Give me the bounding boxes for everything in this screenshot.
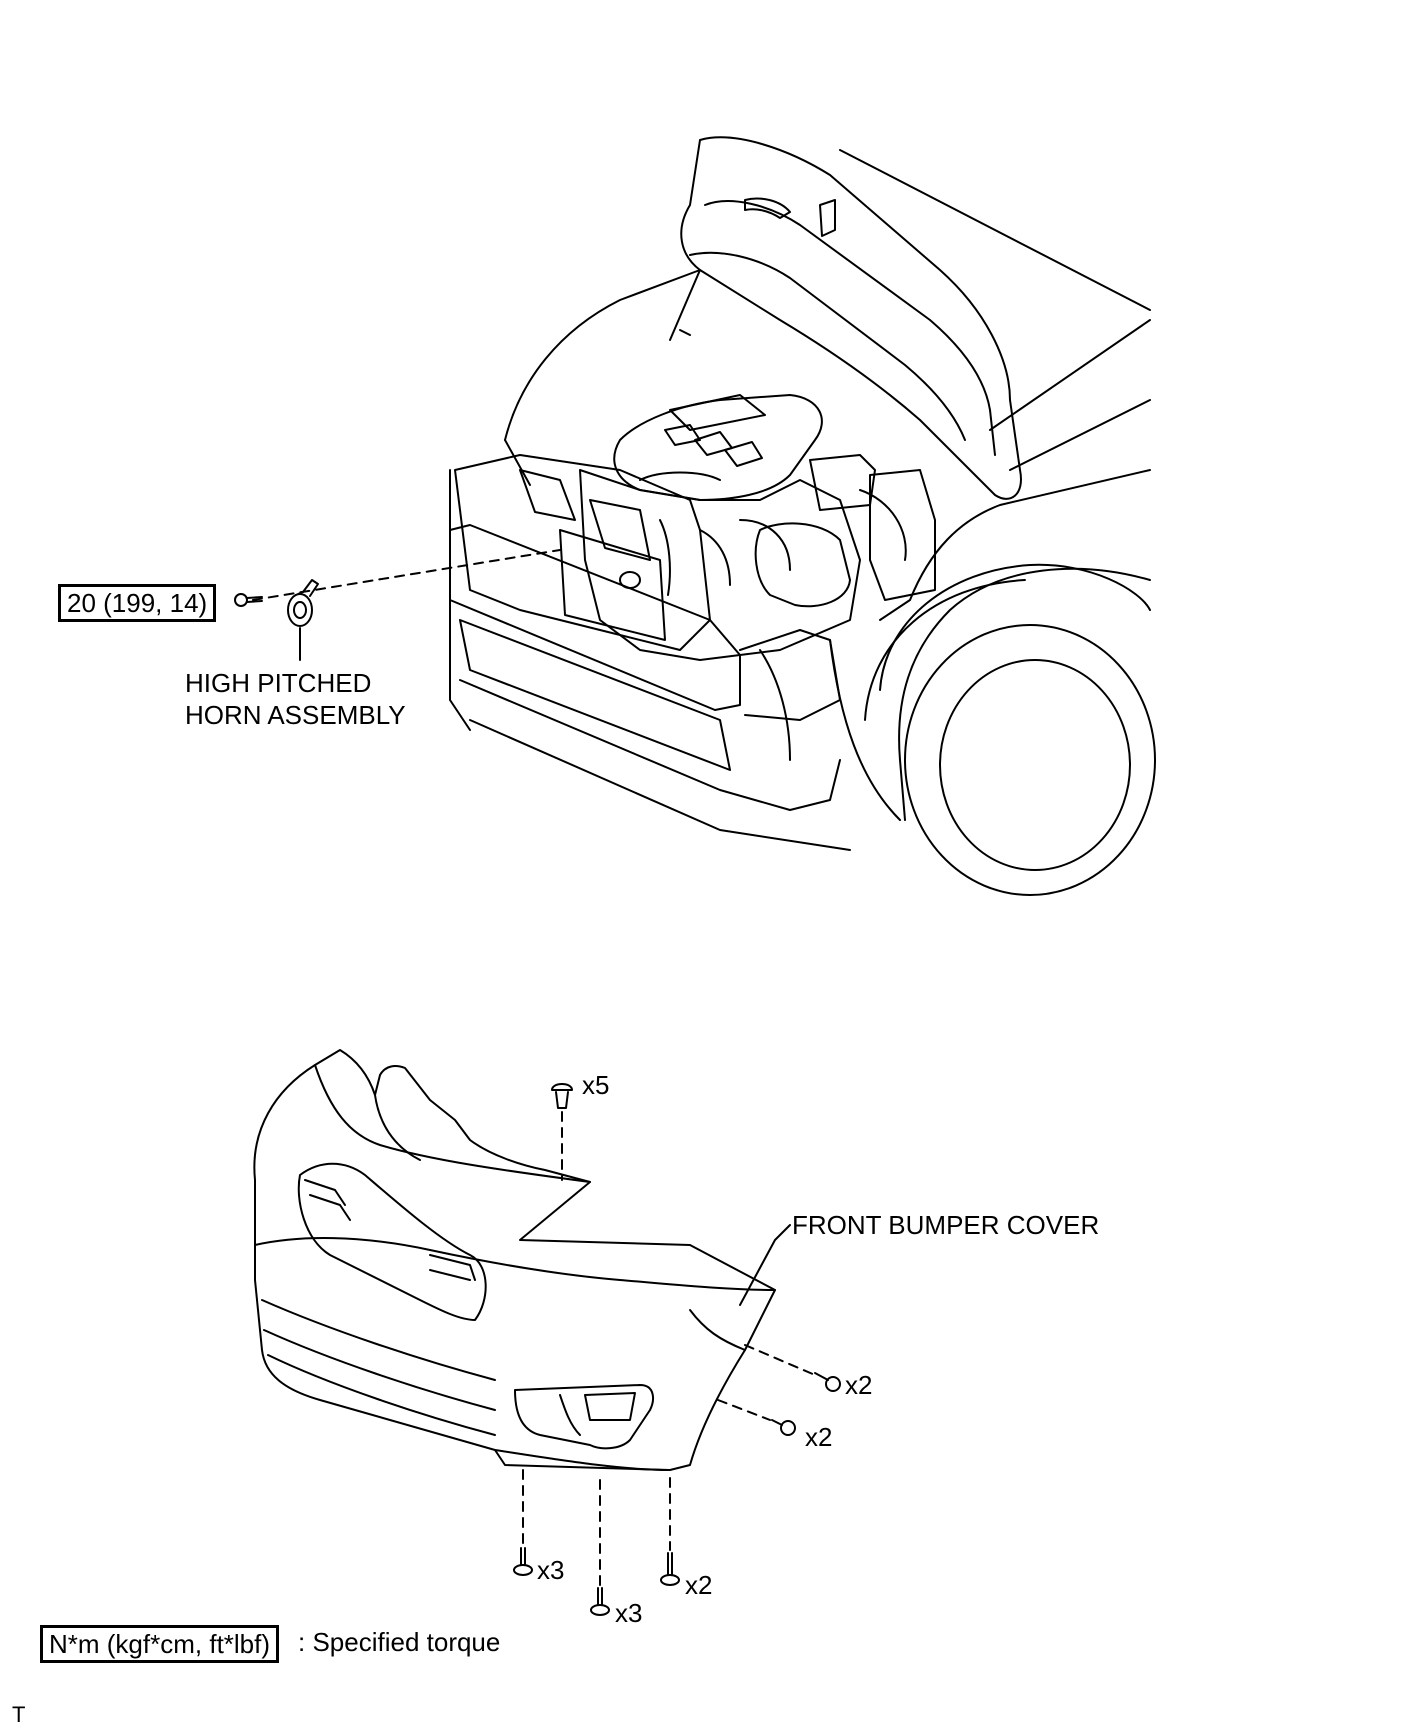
bolt-bottom-left-count: x3 <box>537 1555 565 1585</box>
bolt-bottom-left-icon <box>513 1547 533 1576</box>
lower-grille-line-1 <box>261 1299 496 1381</box>
upper-grille-mesh <box>304 1179 476 1281</box>
right-fender <box>879 469 1151 621</box>
clip-icon <box>551 1083 573 1109</box>
wheel-arch-2 <box>864 579 1026 721</box>
hood-inner <box>704 200 996 456</box>
windshield-edge <box>839 149 1151 311</box>
fog-light-lens <box>584 1392 636 1421</box>
front-wheel-inner <box>939 659 1131 871</box>
bolt-bottom-right-count: x2 <box>685 1570 713 1600</box>
screw-right-upper-dashed <box>744 1344 816 1376</box>
corner-mark: T <box>12 1702 26 1727</box>
radiator-grid-1 <box>519 469 576 521</box>
screw-right-upper-icon <box>814 1372 841 1392</box>
front-bumper-reinforcement <box>449 524 741 711</box>
reservoir <box>754 522 851 608</box>
bolt-bottom-right-icon <box>660 1552 680 1586</box>
bumper-upper-curve <box>254 1237 776 1291</box>
front-wheel-outer <box>904 624 1156 896</box>
headlamp-mount <box>739 629 841 721</box>
battery-box <box>869 469 936 601</box>
horn-torque-box: 20 (199, 14) <box>58 584 217 622</box>
legend-unit-box: N*m (kgf*cm, ft*lbf) <box>40 1625 280 1663</box>
hood-inner-2 <box>689 251 966 441</box>
lower-structure <box>459 679 841 811</box>
clip-count: x5 <box>582 1070 610 1100</box>
bolt-bottom-center-icon <box>590 1587 610 1616</box>
engine-cover-top <box>669 394 766 431</box>
horn-label-line2: HORN ASSEMBLY <box>185 700 406 730</box>
radiator-core <box>559 529 666 641</box>
engine-cover-slot-1 <box>664 424 701 446</box>
horn-bolt-icon <box>234 593 263 607</box>
hood-prop-rod <box>669 269 701 341</box>
intake-pipes <box>659 519 791 596</box>
radiator-support <box>454 454 711 651</box>
left-fender-2 <box>504 439 531 486</box>
wheel-arch <box>879 563 1151 691</box>
lower-structure-2 <box>469 719 851 851</box>
bumper-top-flange-2 <box>374 1094 421 1161</box>
fuse-box <box>809 454 876 511</box>
horn-assembly-icon <box>287 579 319 627</box>
fog-light-opening <box>514 1384 654 1450</box>
engine-cover-slot-3 <box>724 441 763 467</box>
front-bumper-cover-illustration <box>253 1049 776 1471</box>
bumper-leader-line <box>739 1224 791 1306</box>
lower-grille-line-3 <box>267 1354 496 1436</box>
front-frame-left <box>449 469 471 731</box>
screw-right-lower-count: x2 <box>805 1422 833 1452</box>
screw-right-upper-count: x2 <box>845 1370 873 1400</box>
radiator-grid-2 <box>589 499 651 561</box>
lower-grille-line-2 <box>263 1329 496 1411</box>
right-body-line <box>898 567 1151 821</box>
bumper-side-contour <box>689 1309 746 1351</box>
horn-alignment-line <box>252 549 561 601</box>
bumper-top-flange <box>314 1064 591 1183</box>
bumper-label: FRONT BUMPER COVER <box>792 1210 1100 1240</box>
hood-emblem <box>819 199 836 237</box>
a-pillar <box>989 319 1151 471</box>
bolt-bottom-center-count: x3 <box>615 1598 643 1628</box>
bumper-lower-edge <box>494 1449 671 1471</box>
screw-right-lower-icon <box>771 1419 796 1436</box>
fender-liner <box>829 639 901 821</box>
wiring-harness <box>639 471 907 761</box>
fog-light-detail <box>559 1394 581 1436</box>
left-fender <box>504 269 701 441</box>
upper-grille-opening <box>297 1162 487 1321</box>
crash-beam <box>459 619 731 771</box>
hood-vent <box>744 197 791 219</box>
hood <box>680 136 1022 500</box>
screw-right-lower-dashed <box>717 1399 771 1421</box>
bumper-outline <box>253 1049 776 1471</box>
legend-description: : Specified torque <box>298 1627 501 1657</box>
horn-label-line1: HIGH PITCHED <box>185 668 372 698</box>
vehicle-front-illustration <box>449 136 1156 896</box>
